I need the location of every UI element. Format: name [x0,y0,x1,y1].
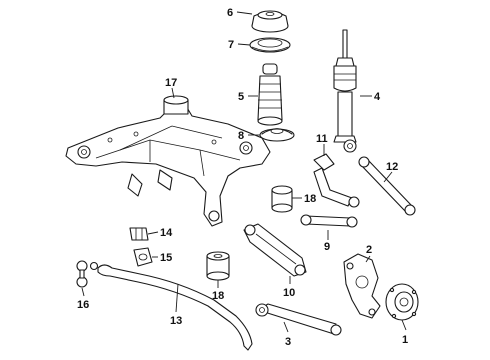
callout-18-lower: 18 [212,290,224,302]
callout-12: 12 [386,161,398,173]
callout-16: 16 [77,299,89,311]
subframe-part [65,95,271,227]
stabilizer-bar-part [97,264,253,351]
callout-8: 8 [238,130,244,142]
callout-5: 5 [238,91,244,103]
callout-17: 17 [165,77,177,89]
callout-3: 3 [285,336,291,348]
stabilizer-link-part [76,260,99,288]
wheel-hub-part [385,283,419,321]
callout-2: 2 [366,244,372,256]
callout-10: 10 [283,287,295,299]
stabilizer-bracket-part [133,247,153,267]
lower-spring-seat-part [259,128,295,142]
dust-boot-part [257,63,283,126]
callout-15: 15 [160,252,172,264]
callout-11: 11 [316,133,328,145]
callout-6: 6 [227,7,233,19]
callout-7: 7 [228,39,234,51]
callout-4: 4 [374,91,381,103]
callout-1: 1 [402,334,408,346]
spring-seat-part [249,37,291,53]
lateral-link-part [300,214,358,228]
stabilizer-bushing-part [129,227,149,241]
subframe-bushing-upper-part [271,185,293,213]
callout-9: 9 [324,241,330,253]
knuckle-part [343,253,381,319]
callout-13: 13 [170,315,182,327]
callout-labels: 6 7 5 8 4 17 11 12 18 9 10 18 14 15 2 1 … [77,7,408,348]
callout-18-upper: 18 [304,193,316,205]
leader-lines [81,11,407,333]
lower-control-arm-part [255,303,342,336]
upper-control-arm-part [313,153,360,208]
callout-14: 14 [160,227,173,239]
upper-mount-part [251,10,289,33]
subframe-bushing-lower-part [206,251,230,281]
toe-link-part [358,156,416,216]
shock-absorber-part [333,29,357,153]
trailing-arm-part [243,223,307,277]
